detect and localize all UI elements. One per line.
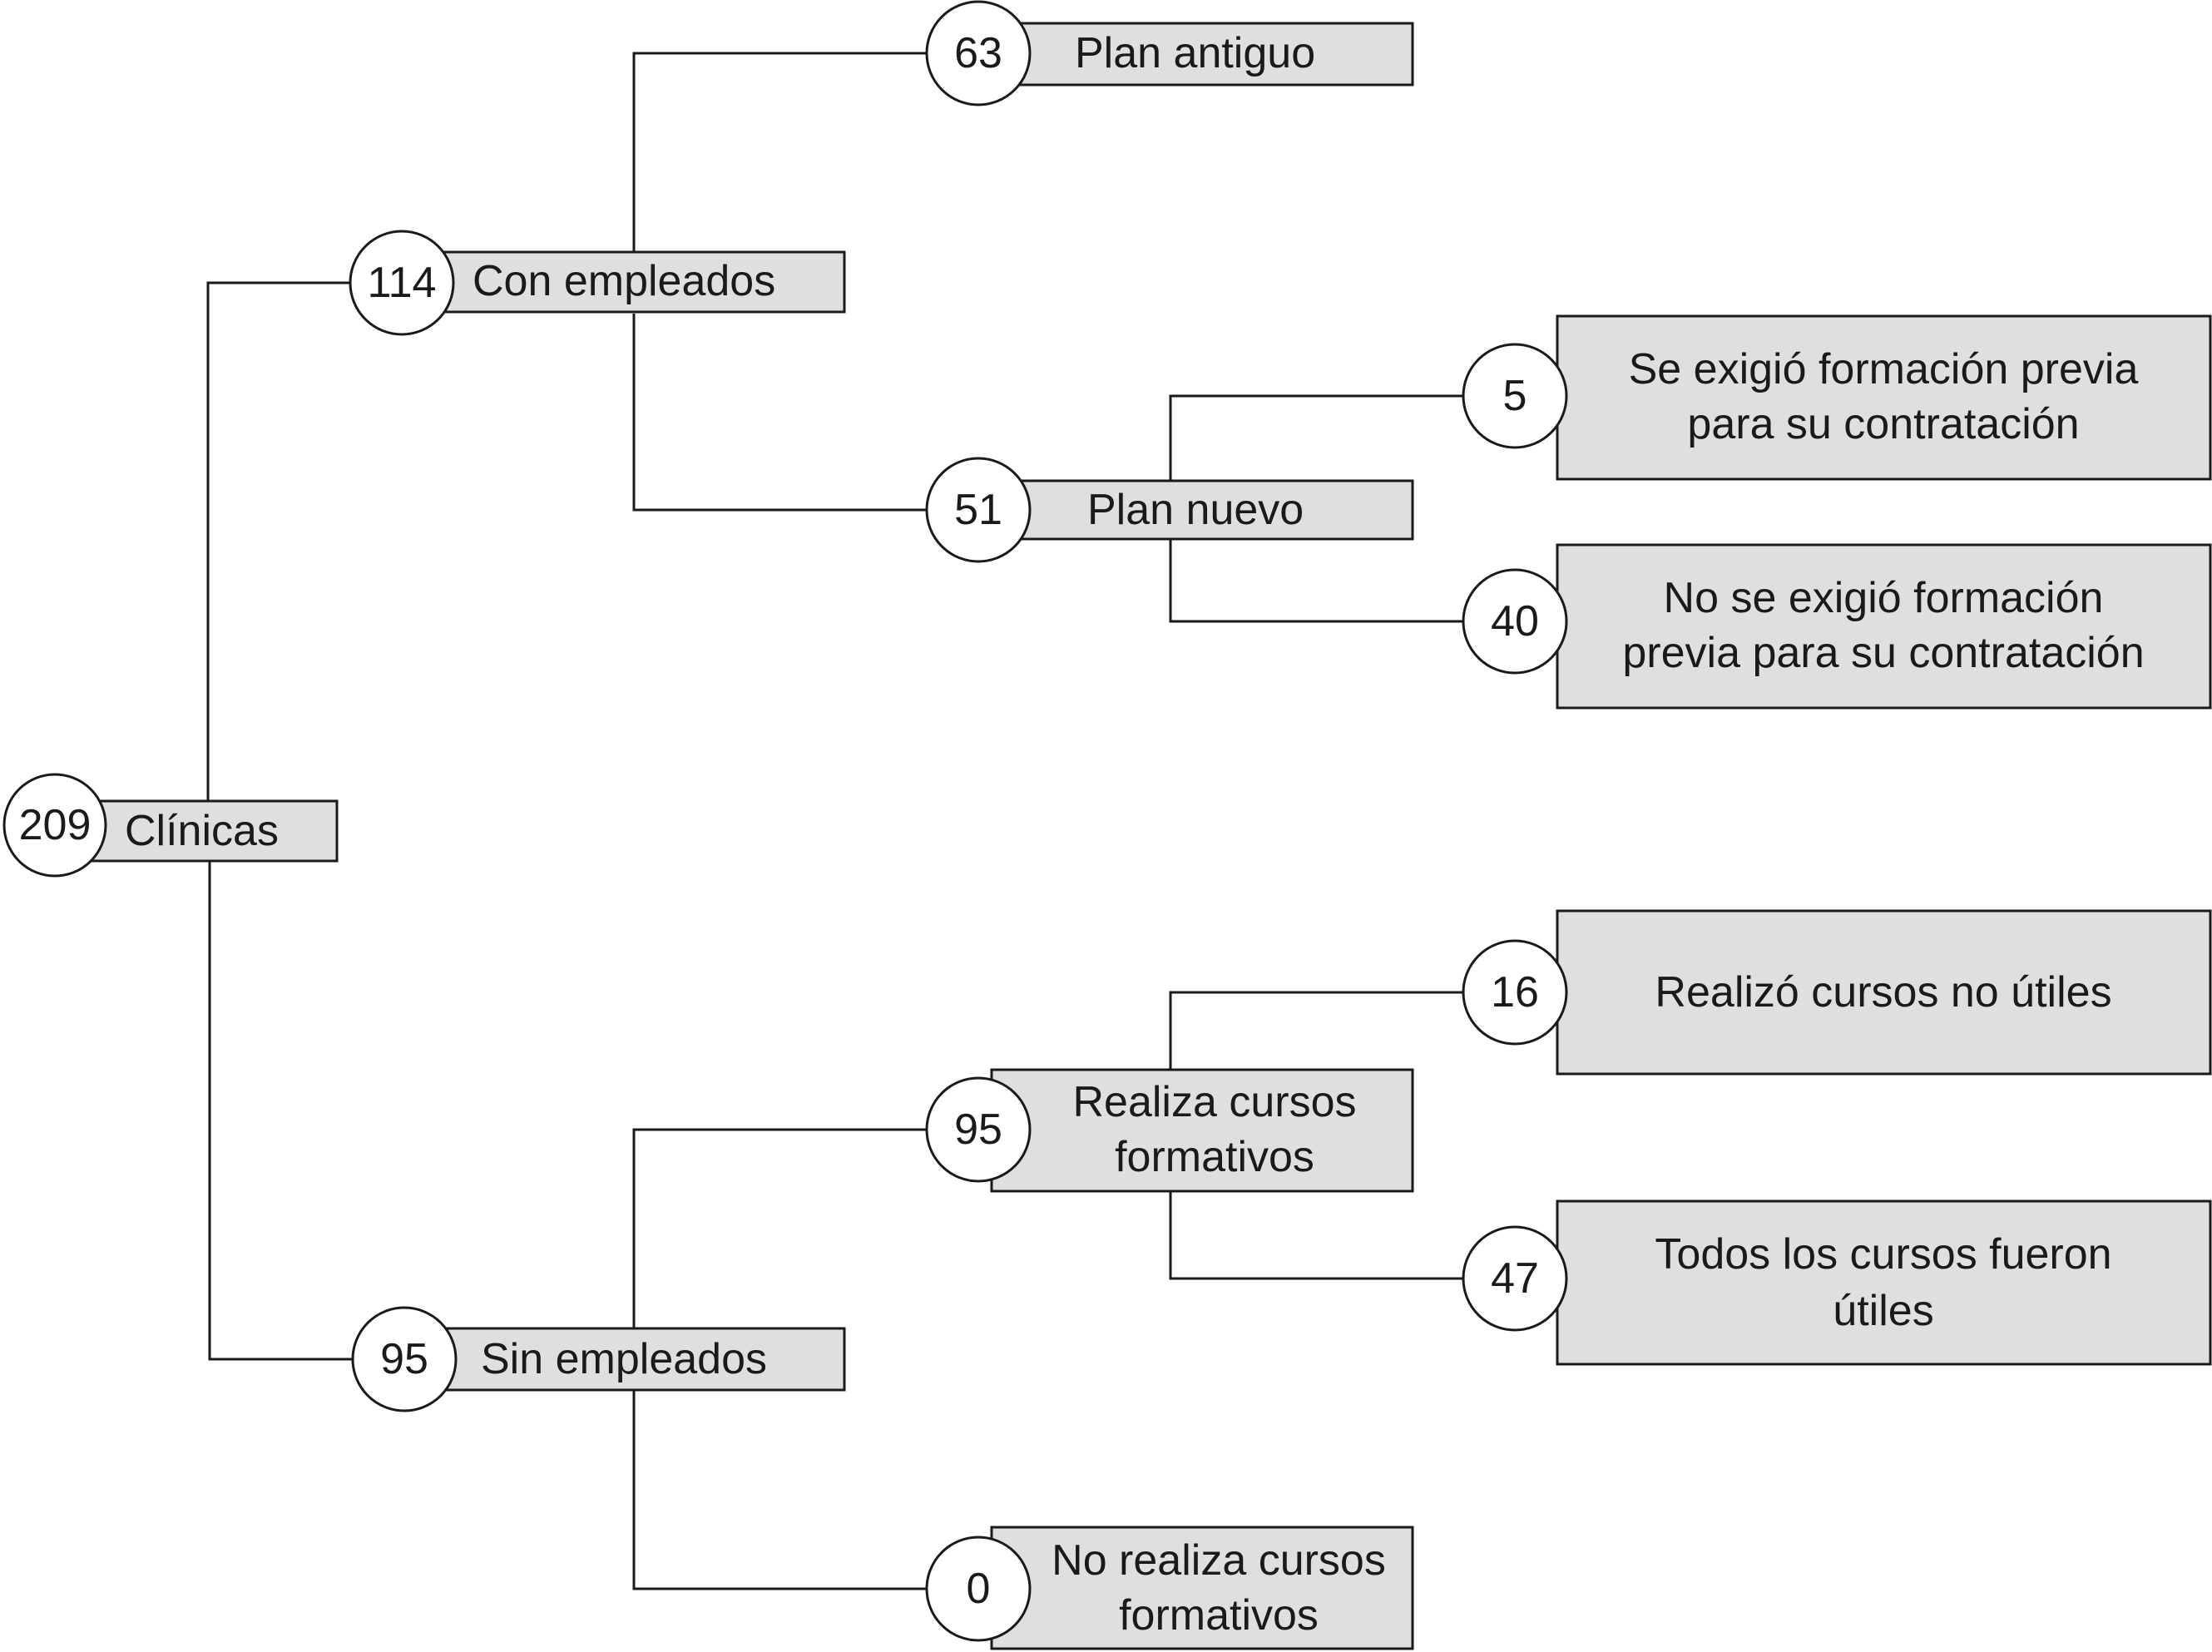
node-new-plan: 51 Plan nuevo [925, 457, 1414, 563]
count-text: 40 [1491, 597, 1539, 645]
count-circle [1462, 1225, 1568, 1332]
connector-to-useless-courses [1169, 991, 1462, 1070]
count-text: 95 [380, 1335, 428, 1383]
node-label-line2: formativos [1119, 1591, 1319, 1640]
node-label-line1: No realiza cursos [1052, 1536, 1386, 1585]
node-box [435, 250, 846, 314]
node-useful-courses: 47 Todos los cursos fueron útiles [1462, 1199, 2212, 1366]
node-label-line1: Se exigió formación previa [1629, 345, 2139, 393]
node-label: Realizó cursos no útiles [1655, 968, 2111, 1016]
node-training-not-required: 40 No se exigió formación previa para su… [1462, 543, 2212, 710]
node-training-required: 5 Se exigió formación previa para su con… [1462, 314, 2212, 481]
count-circle [2, 773, 107, 878]
count-circle [925, 0, 1032, 106]
connector-to-training-not-required [1169, 539, 1462, 623]
count-text: 51 [954, 486, 1002, 534]
count-text: 0 [967, 1565, 991, 1613]
count-text: 5 [1503, 372, 1527, 420]
node-box [990, 1068, 1414, 1193]
count-text: 114 [368, 259, 437, 307]
connector-root-to-with-employees [206, 281, 349, 803]
node-box [990, 479, 1414, 541]
connector-to-old-plan [632, 52, 927, 252]
node-useless-courses: 16 Realizó cursos no útiles [1462, 909, 2212, 1076]
connector-to-training-required [1169, 394, 1462, 481]
connector-to-new-plan [632, 314, 927, 512]
node-label: Sin empleados [481, 1335, 767, 1383]
node-box [990, 22, 1414, 87]
node-box [1556, 909, 2212, 1076]
node-label-line1: Todos los cursos fueron [1655, 1230, 2111, 1279]
connector-to-useful-courses [1169, 1191, 1462, 1280]
node-label: Plan nuevo [1087, 486, 1304, 534]
node-box [1556, 543, 2212, 710]
node-label-line2: útiles [1833, 1287, 1933, 1335]
node-label: Clínicas [125, 807, 279, 855]
node-box [990, 1526, 1414, 1650]
count-circle [1462, 939, 1568, 1046]
connector-root-to-without-employees [208, 861, 353, 1361]
count-circle [925, 1536, 1032, 1642]
count-circle [1462, 343, 1568, 449]
node-label: Plan antiguo [1075, 29, 1315, 77]
node-label-line2: para su contratación [1687, 400, 2079, 448]
node-label-line2: formativos [1115, 1133, 1314, 1181]
count-text: 16 [1491, 968, 1539, 1016]
node-label-line1: No se exigió formación [1664, 574, 2104, 622]
count-text: 63 [954, 29, 1002, 77]
node-root: 209 Clínicas [2, 773, 339, 878]
node-box [1556, 314, 2212, 481]
node-label-line2: previa para su contratación [1622, 629, 2144, 677]
node-box [90, 799, 339, 863]
node-box [1556, 1199, 2212, 1366]
count-circle [351, 1306, 458, 1412]
node-label-line1: Realiza cursos [1072, 1078, 1356, 1126]
node-does-courses: 95 Realiza cursos formativos [925, 1068, 1414, 1193]
node-box [435, 1327, 846, 1392]
connector-to-does-courses [632, 1128, 927, 1328]
connectors [206, 52, 1462, 1590]
count-circle [349, 230, 455, 336]
count-circle [925, 1076, 1032, 1183]
node-with-employees: 114 Con empleados [349, 230, 846, 336]
count-circle [925, 457, 1032, 563]
count-circle [1462, 568, 1568, 675]
count-text: 209 [19, 801, 92, 849]
node-old-plan: 63 Plan antiguo [925, 0, 1414, 106]
node-label: Con empleados [473, 257, 775, 305]
connector-to-no-courses [632, 1390, 927, 1590]
count-text: 47 [1491, 1254, 1539, 1303]
node-no-courses: 0 No realiza cursos formativos [925, 1526, 1414, 1650]
node-without-employees: 95 Sin empleados [351, 1306, 846, 1412]
count-text: 95 [954, 1105, 1002, 1154]
